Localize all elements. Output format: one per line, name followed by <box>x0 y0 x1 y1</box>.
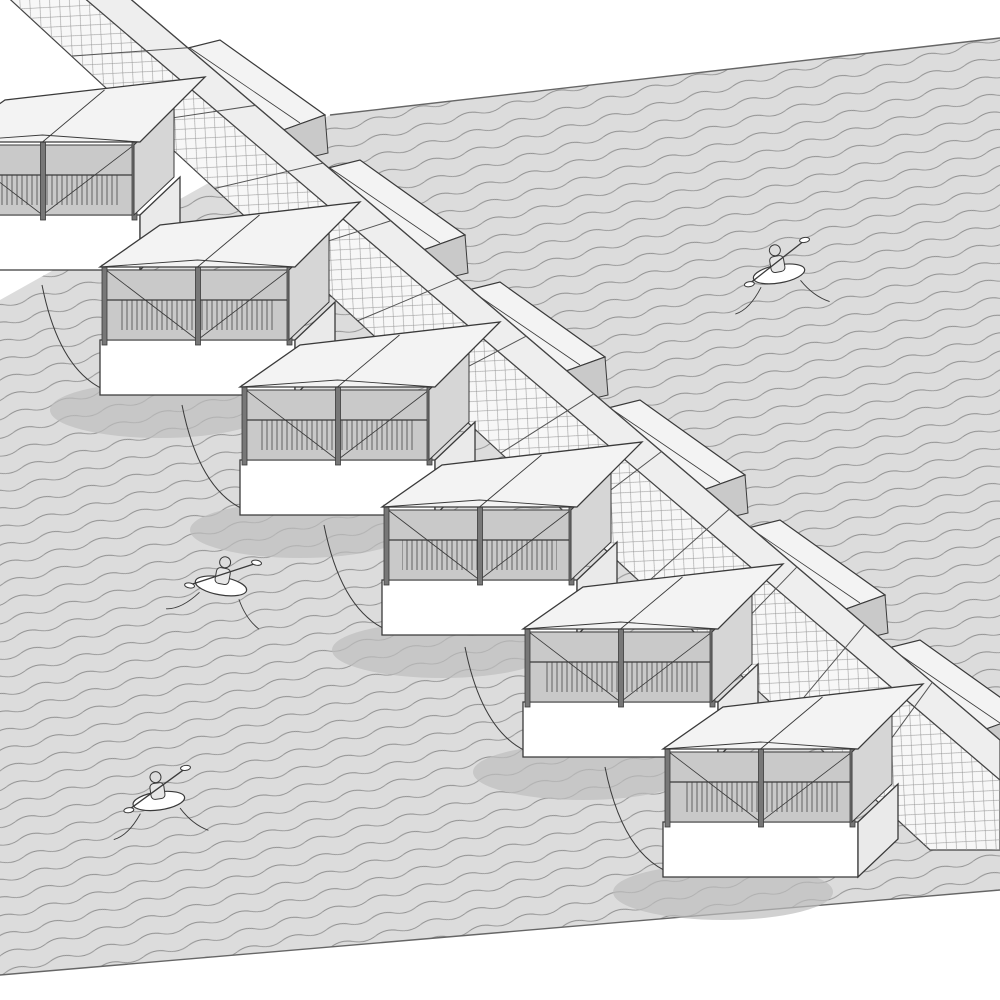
paddle <box>190 562 256 586</box>
pavilion-inner-5 <box>660 683 925 879</box>
post <box>101 264 108 346</box>
walkway-joint <box>214 162 324 189</box>
paddler-head <box>768 244 781 257</box>
post <box>335 384 341 466</box>
pavilion-inner-0 <box>0 76 207 272</box>
walkway-joint <box>500 393 595 454</box>
post <box>664 746 671 828</box>
inner-pavilion-row <box>0 76 925 879</box>
walkway-joint <box>643 508 730 586</box>
roof-canopy <box>379 441 644 508</box>
walkway-joint <box>357 278 459 322</box>
pavilion-inner-1 <box>97 201 362 397</box>
post <box>758 746 764 828</box>
post <box>524 626 531 708</box>
paddler-head <box>219 556 232 569</box>
roof-canopy <box>660 683 925 750</box>
kayaker-middle-left <box>166 556 262 630</box>
roof-canopy <box>520 563 785 630</box>
pavilion-shadow <box>332 622 552 678</box>
pontoon-side <box>857 782 899 879</box>
pavilion-inner-3 <box>379 441 644 637</box>
elevated-walkway <box>9 0 1000 851</box>
wake-lines <box>166 591 260 630</box>
post <box>241 384 248 466</box>
roof-canopy <box>0 76 207 143</box>
kayaker-top-right <box>735 236 830 315</box>
wake-lines <box>113 807 209 841</box>
pavilion-shadow <box>613 864 833 920</box>
roof-canopy <box>237 321 502 388</box>
paddler-body <box>769 255 786 274</box>
post <box>40 139 46 221</box>
post <box>383 504 390 586</box>
paddle <box>749 240 805 284</box>
walkway-deck <box>85 0 1000 781</box>
pavilion-shadows <box>50 382 833 920</box>
post <box>618 626 624 708</box>
railing-slats <box>0 175 120 205</box>
post <box>195 264 201 346</box>
walkway-joint <box>71 47 188 57</box>
paddler-body <box>214 567 231 586</box>
roof-canopy <box>97 201 362 268</box>
wake-lines <box>735 280 830 315</box>
pavilion-shadow <box>50 382 270 438</box>
kayaker-bottom-left <box>113 764 209 841</box>
pavilion-shadow <box>190 502 410 558</box>
pavilion-inner-2 <box>237 321 502 517</box>
kayakers <box>113 236 830 841</box>
pontoon-front <box>662 821 859 878</box>
paddle <box>129 768 186 810</box>
paddler-head <box>149 771 162 784</box>
pavilion-shadow <box>473 744 693 800</box>
post <box>477 504 483 586</box>
